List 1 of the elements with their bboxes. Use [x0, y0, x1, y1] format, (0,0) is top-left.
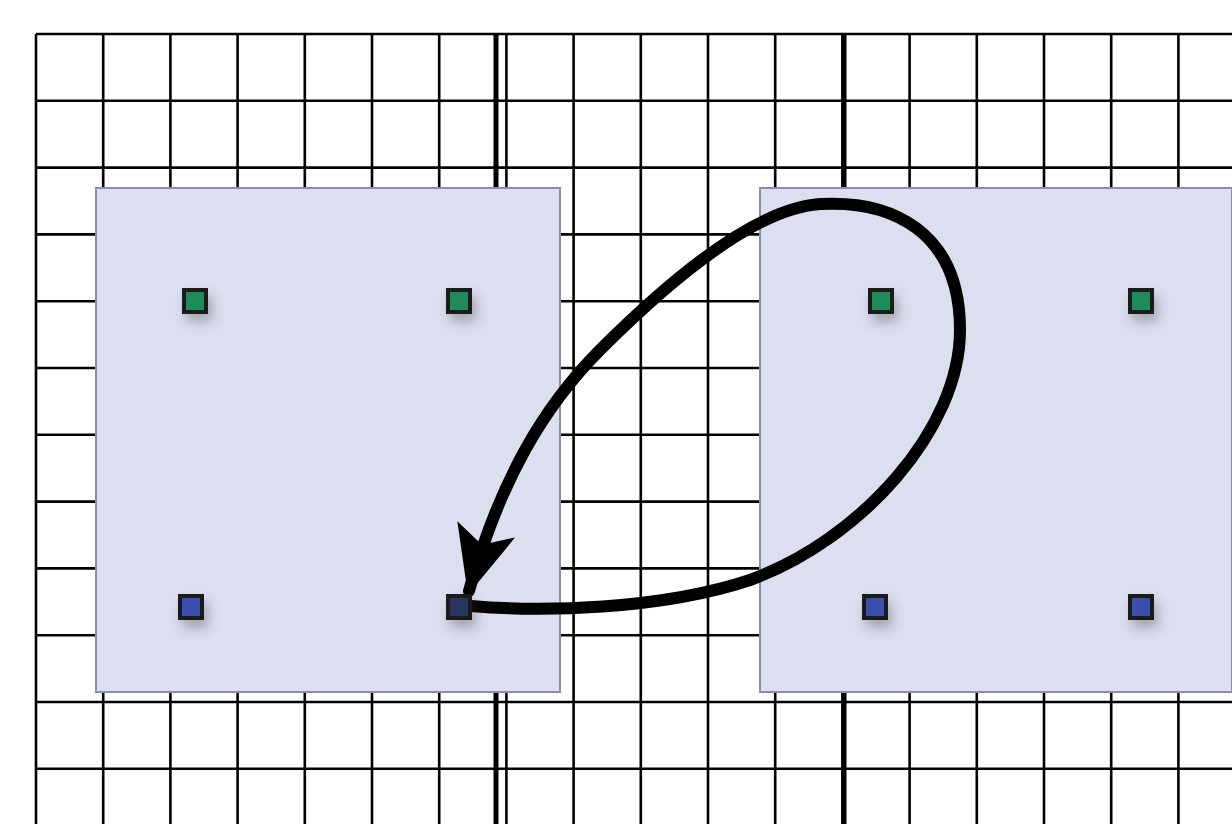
curved-arrow — [458, 197, 966, 615]
